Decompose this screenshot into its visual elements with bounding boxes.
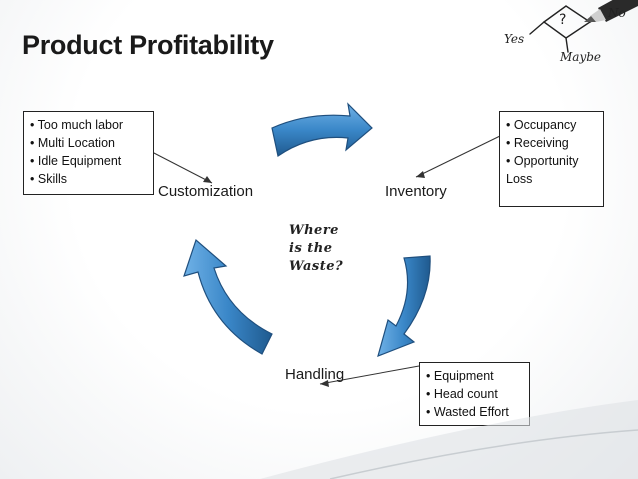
node-inventory: Inventory	[385, 183, 447, 200]
decision-no: No	[608, 6, 626, 20]
connector-handling	[319, 365, 420, 385]
decision-question-mark: ?	[559, 12, 567, 28]
list-item: Wasted Effort	[426, 403, 523, 421]
list-item: Head count	[426, 385, 523, 403]
arrow-right-icon	[377, 255, 431, 357]
arrow-top-icon	[271, 102, 373, 158]
arrow-left-icon	[183, 238, 273, 355]
list-item: Skills	[30, 170, 147, 188]
list-item: Occupancy	[506, 116, 597, 134]
connector-customization	[151, 151, 213, 184]
list-item: Multi Location	[30, 134, 147, 152]
list-item: Equipment	[426, 367, 523, 385]
list-item: Too much labor	[30, 116, 147, 134]
list-item: Idle Equipment	[30, 152, 147, 170]
center-line-1: Where	[289, 223, 339, 238]
connector-customization-arrowhead	[203, 176, 212, 183]
callout-inventory: Occupancy Receiving Opportunity Loss	[499, 111, 604, 207]
center-line-2: is the	[289, 241, 333, 256]
pen-icon	[584, 0, 638, 22]
connector-inventory-arrowhead	[416, 171, 425, 178]
node-customization: Customization	[158, 183, 254, 200]
callout-handling: Equipment Head count Wasted Effort	[419, 362, 530, 426]
page-title: Product Profitability	[22, 30, 274, 60]
center-question: Where is the Waste?	[289, 222, 369, 276]
center-line-3: Waste?	[289, 259, 344, 274]
list-item: Receiving	[506, 134, 597, 152]
connector-handling-arrowhead	[320, 380, 329, 387]
connector-inventory	[415, 135, 501, 178]
decision-yes: Yes	[504, 32, 525, 46]
list-item: Opportunity Loss	[506, 152, 597, 188]
node-handling: Handling	[285, 366, 345, 383]
callout-customization: Too much labor Multi Location Idle Equip…	[23, 111, 154, 195]
decision-maybe: Maybe	[560, 50, 602, 64]
